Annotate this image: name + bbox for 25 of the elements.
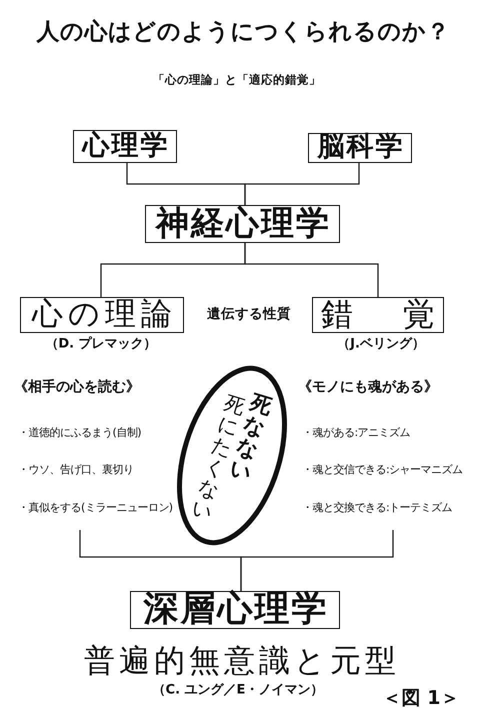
list-item: ・真似をする(ミラーニューロン): [18, 500, 173, 516]
connector-line: [244, 163, 360, 205]
list-heading: 《相手の心を読む》: [14, 378, 140, 397]
concept-text: 普遍的無意識と元型: [83, 644, 400, 678]
author-note: （D. プレマック）: [45, 338, 157, 352]
list-item: ・魂がある:アニミズム: [302, 425, 410, 441]
list-item: ・魂と交換できる:トーテミズム: [302, 500, 452, 516]
term-box: 心の理論: [20, 297, 184, 333]
title: 人の心はどのようにつくられるのか？: [36, 18, 450, 46]
term-box: 脳科学: [308, 133, 412, 163]
annotation: 遺伝する性質: [207, 307, 291, 323]
term-box: 深層心理学: [130, 591, 340, 629]
list-heading: 《モノにも魂がある》: [298, 378, 438, 397]
term-box: 錯覚: [312, 297, 444, 333]
author-note: （J.ベリング）: [337, 338, 425, 352]
figure-number: ＜図 1＞: [382, 688, 460, 710]
subtitle: 「心の理論」と「適応的錯覚」: [153, 73, 321, 87]
list-item: ・魂と交信できる:シャーマニズム: [302, 462, 463, 478]
term-box: 神経心理学: [145, 205, 340, 243]
connector-line: [240, 530, 394, 591]
connector-line: [244, 243, 379, 297]
list-item: ・道徳的にふるまう(自制): [18, 425, 142, 441]
author-note: （C. ユング／E・ノイマン）: [152, 684, 324, 698]
term-box: 心理学: [73, 130, 177, 163]
list-item: ・ウソ、告げ口、裏切り: [18, 462, 134, 478]
